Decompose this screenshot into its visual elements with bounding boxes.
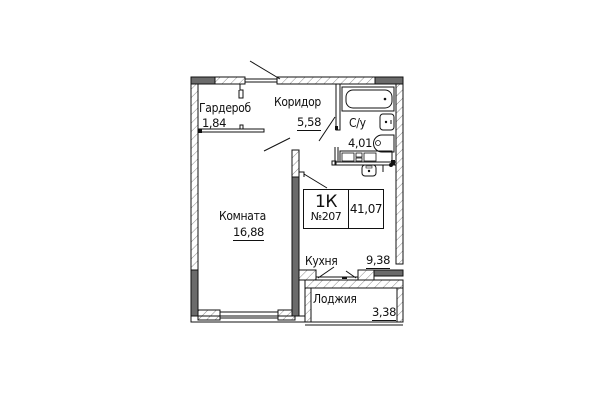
- room-area-room: 16,88: [233, 225, 264, 241]
- room-name-loggia: Лоджия: [313, 292, 357, 306]
- outer-walls: [190, 76, 404, 323]
- apartment-number: №207: [310, 210, 342, 224]
- room-area-bathroom: 4,01: [348, 136, 373, 150]
- room-name-kitchen: Кухня: [305, 254, 338, 268]
- apartment-id: 1К №207: [304, 190, 349, 228]
- room-area-kitchen: 9,38: [366, 253, 391, 269]
- apartment-type: 1К: [315, 192, 337, 213]
- bathtub-icon: [341, 86, 395, 112]
- room-name-room: Комната: [219, 209, 266, 223]
- room-name-bathroom: С/у: [349, 116, 366, 130]
- room-area-loggia: 3,38: [372, 305, 397, 321]
- wardrobe-walls: [197, 84, 265, 133]
- kitchen-sink-icon: [361, 164, 377, 177]
- sink-icon: [379, 113, 395, 131]
- apartment-info-box: 1К №207 41,07: [303, 189, 384, 229]
- room-area-wardrobe: 1,84: [202, 116, 227, 130]
- loggia-wall: [298, 266, 404, 326]
- washing-machine-icon: [339, 150, 393, 163]
- total-area: 41,07: [349, 202, 383, 216]
- stove-icon: [382, 160, 395, 172]
- room-name-wardrobe: Гардероб: [199, 101, 251, 115]
- door-swings: [249, 60, 336, 189]
- toilet-icon: [373, 134, 395, 153]
- room-area-corridor: 5,58: [297, 115, 322, 131]
- room-name-corridor: Коридор: [274, 95, 321, 109]
